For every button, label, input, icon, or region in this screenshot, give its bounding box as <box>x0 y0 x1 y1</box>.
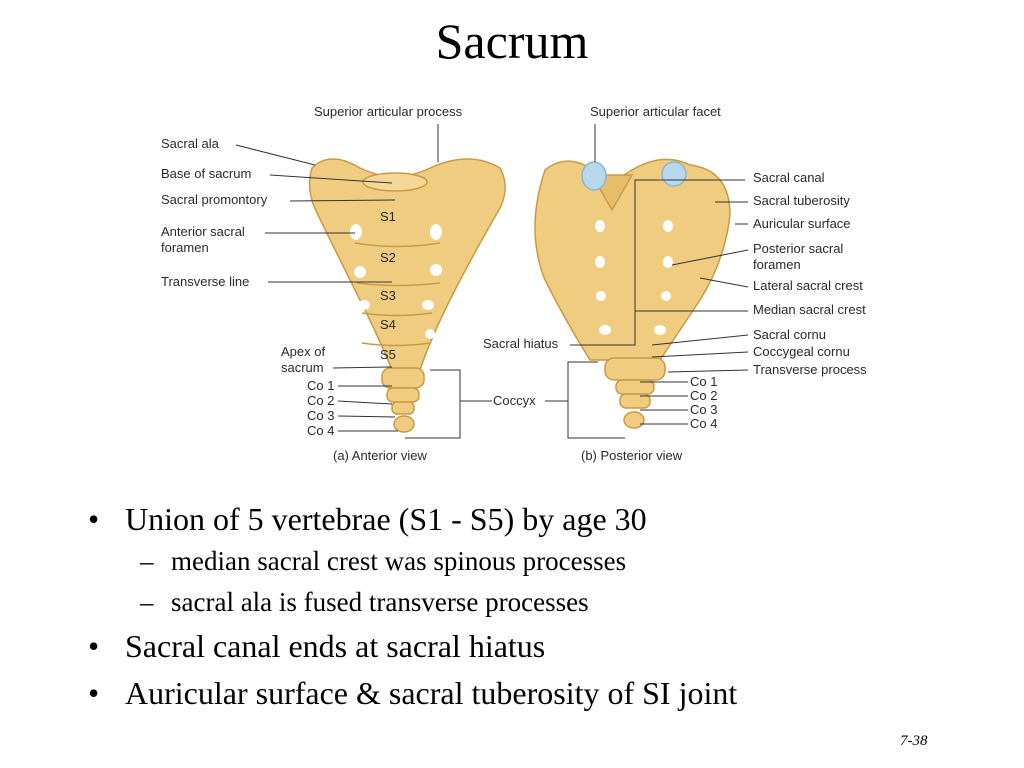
label-coccygeal-cornu: Coccygeal cornu <box>753 344 850 359</box>
label-transverse-line: Transverse line <box>161 274 250 289</box>
label-s5: S5 <box>380 347 396 362</box>
label-anterior-sacral-foramen-line2: foramen <box>161 240 209 255</box>
label-co4-anterior: Co 4 <box>307 423 335 438</box>
label-superior-articular-process: Superior articular process <box>314 104 463 119</box>
label-anterior-sacral-foramen: Anterior sacral <box>161 224 245 239</box>
anterior-sacrum <box>308 158 506 433</box>
label-sacral-canal: Sacral canal <box>753 170 825 185</box>
label-sacral-ala: Sacral ala <box>161 136 219 151</box>
label-sacral-hiatus: Sacral hiatus <box>483 336 559 351</box>
label-s3: S3 <box>380 288 396 303</box>
sub-bullet-text: sacral ala is fused transverse processes <box>171 587 589 617</box>
label-sacral-tuberosity: Sacral tuberosity <box>753 193 850 208</box>
label-superior-articular-facet: Superior articular facet <box>590 104 721 119</box>
bullet-text: Union of 5 vertebrae (S1 - S5) by age 30 <box>125 501 647 537</box>
leader-lines <box>235 124 749 439</box>
sub-bullet-item: – sacral ala is fused transverse process… <box>140 587 589 617</box>
label-co3-posterior: Co 3 <box>690 402 718 417</box>
bullet-marker: • <box>88 675 100 711</box>
sub-bullet-marker: – <box>140 587 154 617</box>
label-auricular-surface: Auricular surface <box>753 216 851 231</box>
label-lateral-sacral-crest: Lateral sacral crest <box>753 278 863 293</box>
sub-bullet-text: median sacral crest was spinous processe… <box>171 546 627 576</box>
label-s2: S2 <box>380 250 396 265</box>
label-s4: S4 <box>380 317 396 332</box>
label-transverse-process: Transverse process <box>753 362 867 377</box>
posterior-sacrum <box>534 158 731 429</box>
label-sacral-cornu: Sacral cornu <box>753 327 826 342</box>
bullet-marker: • <box>88 628 100 664</box>
label-apex-of-sacrum: Apex of <box>281 344 326 359</box>
label-co4-posterior: Co 4 <box>690 416 718 431</box>
slide-title: Sacrum <box>435 13 589 69</box>
label-co1-anterior: Co 1 <box>307 378 335 393</box>
sub-bullet-item: – median sacral crest was spinous proces… <box>140 546 626 576</box>
label-base-of-sacrum: Base of sacrum <box>161 166 252 181</box>
label-co1-posterior: Co 1 <box>690 374 718 389</box>
label-sacral-promontory: Sacral promontory <box>161 192 268 207</box>
label-s1: S1 <box>380 209 396 224</box>
caption-posterior-view: (b) Posterior view <box>581 448 683 463</box>
label-posterior-sacral-foramen: Posterior sacral <box>753 241 844 256</box>
bullet-text: Auricular surface & sacral tuberosity of… <box>125 675 738 711</box>
label-posterior-sacral-foramen-line2: foramen <box>753 257 801 272</box>
bullet-text: Sacral canal ends at sacral hiatus <box>125 628 546 664</box>
page-number: 7-38 <box>900 733 928 749</box>
sub-bullet-marker: – <box>140 546 154 576</box>
bullet-marker: • <box>88 501 100 537</box>
caption-anterior-view: (a) Anterior view <box>333 448 427 463</box>
label-co2-posterior: Co 2 <box>690 388 718 403</box>
label-apex-of-sacrum-line2: sacrum <box>281 360 324 375</box>
label-co2-anterior: Co 2 <box>307 393 335 408</box>
label-coccyx: Coccyx <box>493 393 536 408</box>
label-median-sacral-crest: Median sacral crest <box>753 302 866 317</box>
label-co3-anterior: Co 3 <box>307 408 335 423</box>
